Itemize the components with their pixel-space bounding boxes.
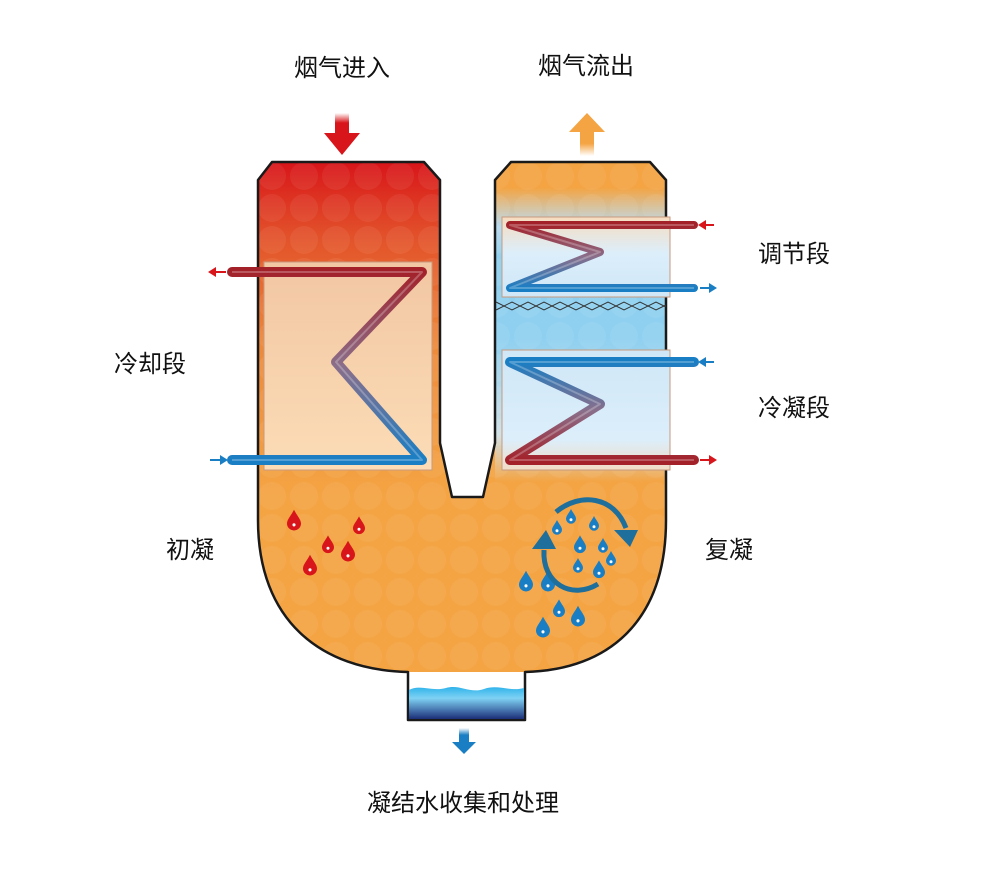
initial-condensation-label: 初凝 [166, 536, 214, 564]
gas-in-label: 烟气进入 [294, 54, 390, 82]
gas-out-arrow-icon [569, 113, 605, 156]
water-drop-icon [353, 516, 365, 535]
water-drop-icon [574, 535, 586, 554]
cooling-section-label: 冷却段 [114, 350, 186, 378]
water-drop-icon [566, 509, 576, 524]
demister-mesh [495, 301, 667, 311]
gas-out-label: 烟气流出 [538, 52, 634, 80]
circular-arrows-icon [532, 497, 638, 593]
cooling-inlet-arrow-icon [210, 455, 228, 465]
water-drop-icon [571, 605, 585, 627]
condensate-sump [409, 687, 524, 719]
water-drop-icon [598, 538, 608, 553]
water-drop-icon [593, 560, 605, 579]
water-drop-icon [519, 570, 533, 592]
water-drop-icon [341, 540, 355, 562]
gas-in-arrow-icon [324, 113, 360, 155]
condensate-collection-label: 凝结水收集和处理 [367, 789, 559, 817]
condensing-outlet-arrow-icon [700, 455, 717, 465]
regulating-section-exchanger [501, 216, 717, 298]
condensing-section-label: 冷凝段 [758, 394, 830, 422]
water-drop-icon [606, 551, 616, 566]
water-drop-icon [322, 535, 334, 554]
cooling-outlet-arrow-icon [208, 267, 226, 277]
water-drop-icon [552, 520, 562, 535]
cooling-coil-pipe [227, 267, 427, 465]
re-condensation-drops [519, 509, 616, 638]
regulating-inlet-arrow-icon [698, 220, 714, 230]
regulating-section-label: 调节段 [758, 240, 830, 268]
water-drop-icon [589, 516, 599, 531]
condensing-inlet-arrow-icon [698, 357, 714, 367]
water-drop-icon [287, 509, 301, 531]
water-drop-icon [536, 616, 550, 638]
vessel-outline [256, 160, 668, 722]
re-condensation-label: 复凝 [705, 536, 753, 564]
water-drop-icon [303, 554, 317, 576]
initial-condensation-drops [287, 509, 365, 576]
water-drop-icon [573, 558, 583, 573]
condensing-section-exchanger [501, 349, 717, 471]
water-drop-icon [553, 599, 565, 618]
cooling-section-exchanger [208, 261, 433, 471]
water-drop-icon [541, 570, 555, 592]
regulating-outlet-arrow-icon [700, 283, 717, 293]
drain-arrow-icon [452, 728, 476, 754]
